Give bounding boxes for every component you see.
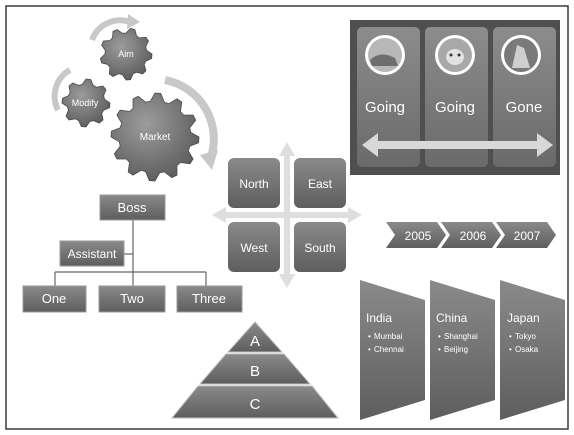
iceberg-photo-icon [501,35,541,75]
curved-arrow-icon [164,76,218,162]
arrowhead-icon [127,14,140,29]
matrix-cell-south [294,222,346,272]
double-headed-arrow-icon [362,133,553,157]
matrix-label-north: North [239,177,268,191]
pyramid-level-a [226,321,284,353]
timeline-caption: Gone [506,99,543,116]
org-label-assistant: Assistant [68,247,117,261]
matrix-cell-east [294,158,346,208]
chevron-2005 [386,222,446,248]
gear-aim [99,27,153,81]
pyramid-diagram: A B C [170,321,340,419]
chevron-label: 2006 [460,229,487,243]
country-panel-india [360,280,425,420]
org-chart: Boss Assistant One Two Three [22,194,243,313]
org-box-boss [99,194,166,221]
pyramid-level-c [170,385,340,419]
chevron-label: 2007 [514,229,541,243]
four-way-arrow-cross-icon [212,142,362,288]
gear-market [110,92,200,182]
org-label-two: Two [120,291,144,306]
country-city-bullet: • [509,345,512,354]
gears-diagram: Aim Modify Market [51,14,218,182]
country-name: China [436,311,468,325]
org-label-three: Three [192,291,226,306]
org-box-one [22,285,87,313]
country-city-bullet: • [438,332,441,341]
chevron-2007 [496,222,556,248]
sea-ice-photo-icon [365,35,405,75]
country-city: Chennai [374,345,404,354]
matrix-label-south: South [304,241,335,255]
matrix-label-west: West [240,241,268,255]
country-city: Tokyo [515,332,536,341]
org-box-two [98,285,166,313]
country-city: Beijing [444,345,468,354]
org-label-boss: Boss [118,200,147,215]
country-name: India [366,311,392,325]
timeline-panel: Going Going Gone [350,20,560,175]
country-city: Osaka [515,345,539,354]
country-city: Shanghai [444,332,478,341]
curved-arrow-icon [51,67,72,112]
matrix-diagram: North East West South [212,142,362,288]
org-box-assistant [59,240,125,267]
gear-label-market: Market [140,132,171,143]
year-chevrons: 2005 2006 2007 [386,222,556,248]
gear-label-aim: Aim [118,49,134,59]
org-box-three [176,285,243,313]
pyramid-level-b [198,353,312,385]
country-city-bullet: • [368,345,371,354]
gear-modify [61,78,111,128]
polar-bear-photo-icon [435,35,475,75]
country-city-bullet: • [438,345,441,354]
gear-shape [61,78,111,128]
pyramid-label-b: B [250,363,260,380]
gear-shape [99,27,153,81]
matrix-label-east: East [308,177,333,191]
chevron-label: 2005 [405,229,432,243]
timeline-caption: Going [435,99,475,116]
matrix-cell-north [228,158,280,208]
country-city-bullet: • [509,332,512,341]
country-panel-china [430,280,495,420]
matrix-cell-west [228,222,280,272]
pyramid-label-c: C [250,396,261,413]
gear-shape [110,92,200,182]
arrowhead-icon [200,150,218,170]
gear-label-modify: Modify [72,98,99,108]
country-panels: India • Mumbai • Chennai China • Shangha… [360,280,565,420]
pyramid-label-a: A [250,333,260,350]
country-name: Japan [507,311,540,325]
country-city: Mumbai [374,332,403,341]
org-label-one: One [42,291,67,306]
timeline-caption: Going [365,99,405,116]
chevron-2006 [441,222,501,248]
country-city-bullet: • [368,332,371,341]
country-panel-japan [500,280,565,420]
curved-arrow-icon [89,17,131,42]
